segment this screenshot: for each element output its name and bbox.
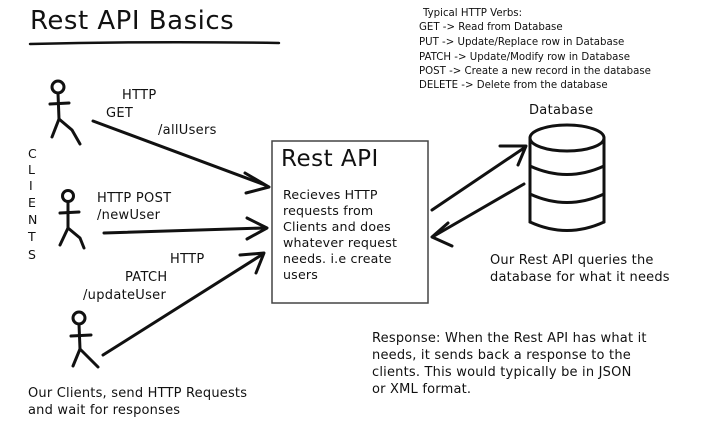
- database-label: Database: [529, 103, 594, 118]
- database-to-api-arrow: [430, 182, 526, 248]
- response-note-line: or XML format.: [372, 382, 472, 397]
- database-caption-line: database for what it needs: [490, 270, 670, 285]
- rest-api-title: Rest API: [281, 146, 379, 172]
- get-request-arrow: [91, 119, 271, 195]
- response-note-line: needs, it sends back a response to the: [372, 348, 631, 363]
- verbs-heading: Typical HTTP Verbs:: [423, 8, 523, 19]
- api-to-database-arrow: [430, 144, 528, 212]
- post-request-label: HTTP POST: [97, 191, 172, 206]
- clients-letter: T: [28, 229, 36, 244]
- verb-get: GET -> Read from Database: [419, 22, 563, 33]
- get-request-label-line2: GET: [106, 106, 134, 121]
- verb-delete: DELETE -> Delete from the database: [419, 80, 608, 91]
- patch-request-label-line1: HTTP: [170, 252, 205, 267]
- patch-request-arrow: [101, 251, 266, 357]
- verb-post: POST -> Create a new record in the datab…: [419, 66, 651, 77]
- database-caption-line: Our Rest API queries the: [490, 253, 654, 268]
- rest-api-description-line: requests from: [283, 203, 374, 218]
- rest-api-description-line: Recieves HTTP: [283, 187, 378, 202]
- verb-put: PUT -> Update/Replace row in Database: [419, 37, 625, 48]
- post-request-endpoint: /newUser: [97, 208, 161, 223]
- get-request-label-line1: HTTP: [122, 88, 157, 103]
- response-note-line: Response: When the Rest API has what it: [372, 331, 647, 346]
- rest-api-description-line: Clients and does: [283, 219, 391, 234]
- clients-letter: E: [28, 195, 36, 210]
- verb-patch: PATCH -> Update/Modify row in Database: [419, 52, 630, 63]
- clients-letter: N: [28, 212, 38, 227]
- rest-api-description-line: needs. i.e create: [283, 251, 392, 266]
- client-figure-1: [48, 79, 82, 146]
- clients-letter: I: [29, 178, 33, 193]
- rest-api-box: [271, 140, 429, 304]
- patch-request-endpoint: /updateUser: [83, 288, 167, 303]
- rest-api-description-line: whatever request: [283, 235, 398, 250]
- patch-request-label-line2: PATCH: [125, 270, 168, 285]
- post-request-arrow: [102, 216, 269, 241]
- response-note-line: clients. This would typically be in JSON: [372, 365, 632, 380]
- client-figure-3: [69, 310, 100, 369]
- database-cylinder-icon: [528, 123, 606, 232]
- clients-letter: C: [28, 146, 37, 161]
- clients-caption-line: and wait for responses: [28, 403, 181, 418]
- rest-api-description-line: users: [283, 267, 319, 282]
- title-underline: [28, 40, 281, 46]
- get-request-endpoint: /allUsers: [158, 123, 217, 138]
- client-figure-2: [58, 189, 86, 250]
- clients-letter: L: [28, 162, 35, 177]
- clients-caption-line: Our Clients, send HTTP Requests: [28, 386, 248, 401]
- clients-letter: S: [28, 247, 36, 262]
- diagram-title: Rest API Basics: [30, 6, 235, 36]
